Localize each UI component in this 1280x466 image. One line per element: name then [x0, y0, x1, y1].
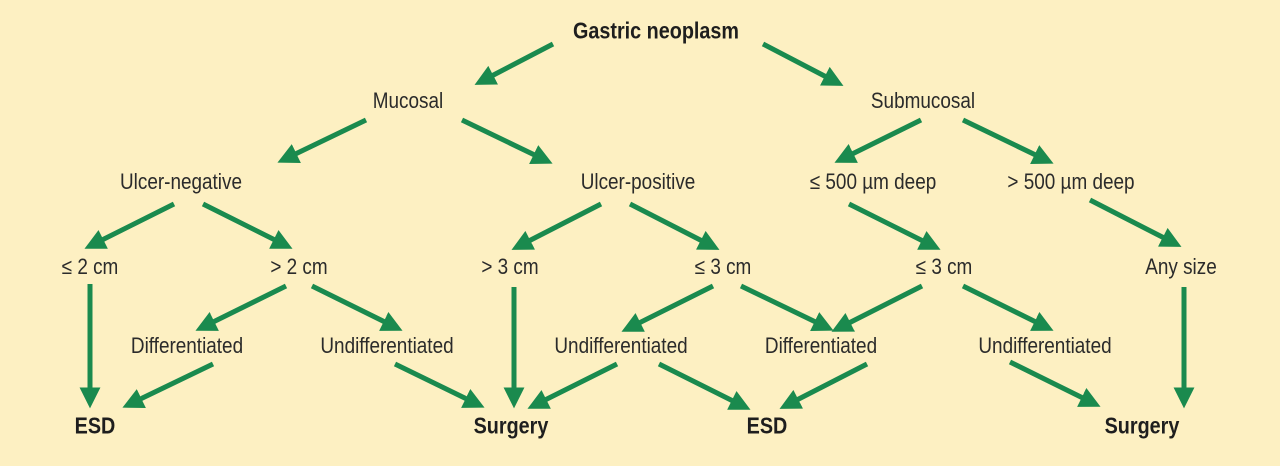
arrow-le3-to-differentiated: [739, 283, 834, 331]
node-gt-3-cm: > 3 cm: [481, 254, 539, 279]
node-surgery-2: Surgery: [1104, 412, 1180, 439]
node-undifferentiated: Undifferentiated: [320, 333, 454, 358]
node-undifferentiated-3: Undifferentiated: [978, 333, 1112, 358]
node-esd-2: ESD: [746, 412, 788, 439]
node-any-size: Any size: [1145, 254, 1217, 279]
arrow-ulcer-negative-to-gt2: [201, 201, 293, 249]
arrow-undifferentiated-to-surgery: [393, 361, 485, 408]
arrow-gt500-to-any-size: [1088, 197, 1182, 247]
arrow-mucosal-to-ulcer-negative: [277, 117, 368, 163]
arrow-root-to-submucosal: [761, 41, 844, 86]
arrow-undifferentiated-to-surgery-2: [527, 361, 619, 409]
node-gt-500-um-deep: > 500 µm deep: [1007, 169, 1135, 194]
node-differentiated: Differentiated: [130, 333, 244, 358]
arrow-sub-le3-to-differentiated: [831, 283, 924, 332]
node-gastric-neoplasm: Gastric neoplasm: [572, 17, 740, 44]
node-undifferentiated-2: Undifferentiated: [554, 333, 688, 358]
arrow-gt2-to-differentiated: [195, 283, 288, 331]
arrow-ulcer-positive-to-le3: [628, 201, 720, 250]
node-mucosal: Mucosal: [372, 88, 444, 113]
node-submucosal: Submucosal: [870, 88, 976, 113]
arrow-ulcer-positive-to-gt3: [511, 201, 603, 250]
arrow-le500-to-le3: [847, 201, 941, 250]
arrow-ulcer-negative-to-le2: [84, 201, 176, 249]
node-le-3-cm: ≤ 3 cm: [694, 254, 752, 279]
arrow-sub-le3-to-undifferentiated: [961, 283, 1054, 331]
node-le-2-cm: ≤ 2 cm: [61, 254, 119, 279]
node-gt-2-cm: > 2 cm: [270, 254, 328, 279]
node-ulcer-positive: Ulcer-positive: [580, 169, 696, 194]
arrow-gt2-to-undifferentiated: [310, 283, 403, 331]
node-differentiated-2: Differentiated: [764, 333, 878, 358]
node-ulcer-negative: Ulcer-negative: [120, 169, 242, 194]
arrow-root-to-mucosal: [474, 41, 555, 85]
arrow-differentiated-to-esd: [122, 361, 215, 408]
arrow-undifferentiated-to-esd: [657, 361, 751, 410]
node-le-500-um-deep: ≤ 500 µm deep: [809, 169, 937, 194]
arrow-mucosal-to-ulcer-positive: [460, 117, 553, 164]
node-surgery: Surgery: [473, 412, 549, 439]
arrow-le3-to-undifferentiated: [621, 283, 715, 332]
arrow-undifferentiated-to-surgery-3: [1008, 359, 1101, 407]
arrow-submucosal-to-gt500: [961, 117, 1054, 164]
node-esd: ESD: [74, 412, 116, 439]
arrow-submucosal-to-le500: [834, 117, 923, 163]
node-le-3-cm-submucosal: ≤ 3 cm: [915, 254, 973, 279]
arrow-differentiated-to-esd-2: [779, 361, 869, 409]
